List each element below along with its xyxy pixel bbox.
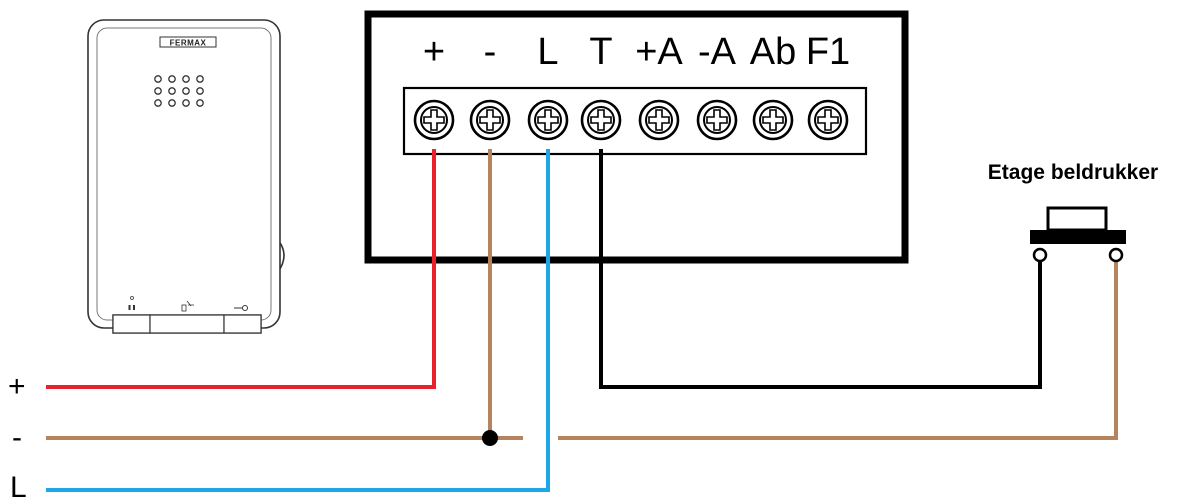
screw-terminal-icon: [696, 99, 738, 141]
wire-junction-dot: [482, 430, 498, 446]
terminal-label: T: [589, 31, 612, 73]
monitor-housing: [87, 19, 281, 329]
speaker-hole: [154, 75, 162, 83]
wiring: [46, 149, 1118, 492]
screw-terminal-icon: [638, 99, 680, 141]
speaker-grille: [154, 75, 204, 107]
speaker-hole: [154, 87, 162, 95]
screw-terminal-icon: [752, 99, 794, 141]
wire-t: [599, 149, 1042, 389]
speaker-hole: [196, 75, 204, 83]
speaker-hole: [182, 87, 190, 95]
key-button[interactable]: [223, 314, 262, 334]
push-button-contact-right: [1108, 247, 1124, 263]
terminal-label: -A: [698, 31, 737, 73]
speaker-hole: [196, 87, 204, 95]
door-open-button[interactable]: [149, 314, 225, 334]
bus-line-label-positive: +: [8, 370, 26, 403]
screw-terminal-icon: [413, 99, 455, 141]
terminal-label: +A: [635, 31, 683, 73]
monitor-brand-plate: [159, 36, 217, 48]
key-icon: [234, 305, 248, 311]
floor-push-button: Etage beldrukker: [988, 161, 1158, 263]
terminal-label: +: [423, 31, 445, 73]
mute-button[interactable]: [112, 314, 151, 334]
bus-line-label-negative: -: [12, 421, 22, 454]
screw-terminal-icon: [807, 99, 849, 141]
speaker-hole: [182, 75, 190, 83]
terminal-label: F1: [806, 31, 850, 73]
speaker-hole: [168, 87, 176, 95]
speaker-hole: [196, 99, 204, 107]
monitor-bottom-icons: [128, 296, 248, 312]
wire-line-l: [46, 149, 550, 492]
speaker-hole: [154, 99, 162, 107]
monitor-brand-label: FERMAX: [170, 39, 207, 48]
screw-terminal-icon: [527, 99, 569, 141]
screw-terminal-icon: [469, 99, 511, 141]
monitor-device: FERMAX: [87, 19, 285, 334]
bus-line-label-l: L: [10, 471, 27, 499]
push-button-plate: [1030, 230, 1126, 244]
screw-terminal-icon: [580, 99, 622, 141]
push-button-contact-left: [1032, 247, 1048, 263]
bus-line-labels: + - L: [8, 370, 27, 504]
mute-icon: [128, 296, 135, 310]
terminal-label: -: [484, 31, 497, 73]
speaker-hole: [182, 99, 190, 107]
push-button-cap: [1046, 206, 1108, 232]
terminal-label: Ab: [750, 31, 796, 73]
monitor-button-strip: [112, 314, 262, 334]
wire-negative: [46, 254, 1118, 440]
push-button-title: Etage beldrukker: [988, 161, 1158, 184]
terminal-label: L: [537, 31, 558, 73]
speaker-hole: [168, 75, 176, 83]
speaker-hole: [168, 99, 176, 107]
terminal-screws: [413, 99, 849, 141]
wire-positive: [46, 149, 436, 389]
door-icon: [181, 300, 194, 312]
